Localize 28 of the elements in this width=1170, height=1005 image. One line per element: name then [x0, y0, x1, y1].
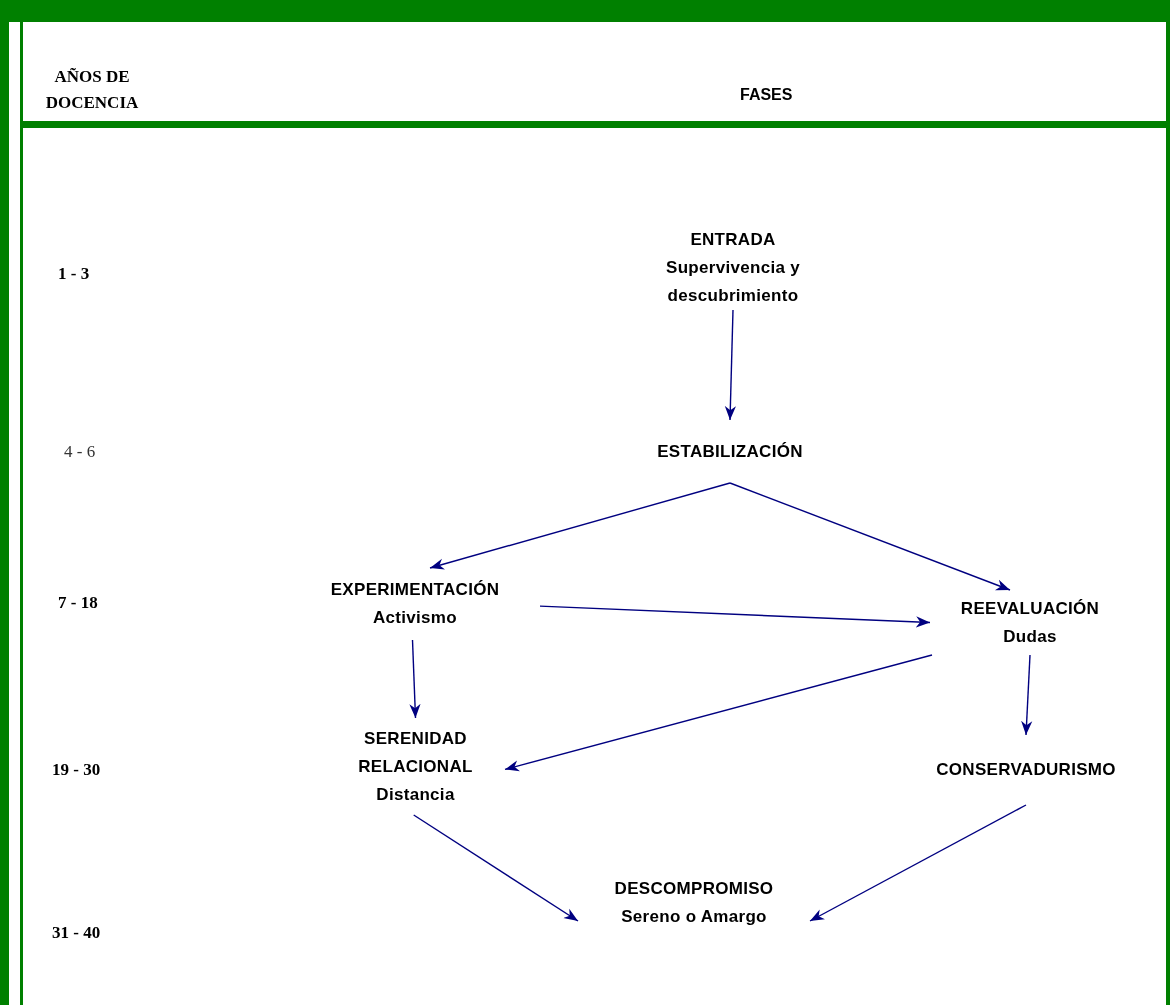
column-header: FASES — [740, 86, 793, 104]
phase-name: DESCOMPROMISO — [614, 878, 774, 900]
arrow — [1021, 654, 1033, 736]
phase-name: ESTABILIZACIÓN — [657, 440, 803, 463]
arrow — [729, 482, 1011, 591]
arrow — [724, 309, 736, 421]
year-range: 19 - 30 — [52, 760, 101, 780]
year-range: 7 - 18 — [58, 593, 98, 613]
column-header: AÑOS DE DOCENCIA — [44, 66, 140, 114]
arrow — [429, 482, 731, 570]
year-range: 1 - 3 — [58, 264, 90, 284]
year-range: 4 - 6 — [64, 442, 96, 462]
phase-description: Sereno o Amargo — [621, 906, 767, 928]
arrow — [413, 814, 579, 922]
phase-description: Activismo — [373, 607, 457, 629]
phase-name: REEVALUACIÓN — [960, 597, 1100, 620]
phase-name: CONSERVADURISMO — [936, 759, 1116, 781]
arrow — [504, 654, 933, 772]
arrow — [539, 605, 931, 628]
arrow — [809, 804, 1027, 922]
year-range: 31 - 40 — [52, 923, 101, 943]
arrow — [409, 639, 421, 719]
phase-name: EXPERIMENTACIÓN — [330, 579, 500, 601]
phase-description: Supervivencia y descubrimiento — [665, 256, 801, 307]
phase-name: ENTRADA — [690, 228, 776, 251]
phase-name: SERENIDAD RELACIONAL — [357, 727, 474, 778]
phase-description: Distancia — [376, 783, 455, 806]
phase-description: Dudas — [1003, 625, 1057, 648]
